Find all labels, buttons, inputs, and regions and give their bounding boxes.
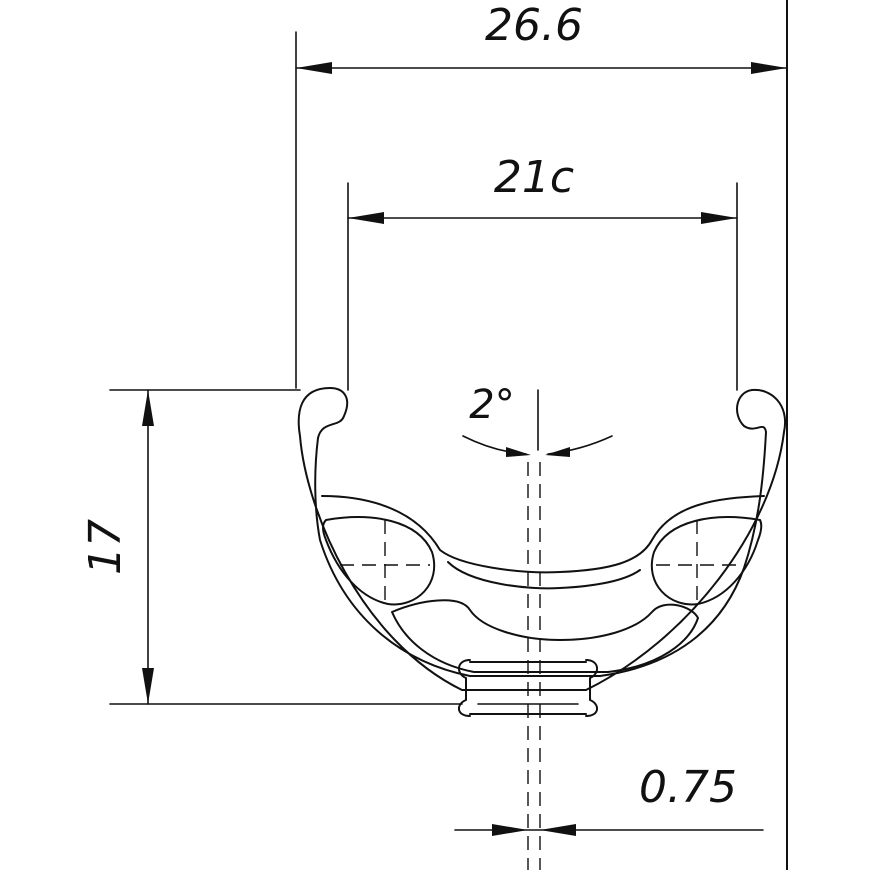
outer-width-label: 26.6 xyxy=(485,0,583,51)
arrowhead-bottom-height xyxy=(142,668,154,704)
rim-profile xyxy=(297,387,787,717)
arrowhead-left-inner xyxy=(348,212,384,224)
arrowhead-top-height xyxy=(142,390,154,426)
arrowhead-left-outer xyxy=(296,62,332,74)
dimension-angle: 2° xyxy=(462,382,613,457)
rim-bridge-lower xyxy=(447,561,641,590)
rim-left-chamber xyxy=(322,516,435,606)
arrowhead-right-inner xyxy=(701,212,737,224)
angle-label: 2° xyxy=(469,382,514,428)
rim-bridge-upper xyxy=(321,495,765,574)
dimension-inner-width: 21c xyxy=(347,152,738,391)
dimension-offset: 0.75 xyxy=(454,762,764,836)
angle-arrowhead-left xyxy=(506,447,531,457)
eyelet-right-flange xyxy=(585,659,598,717)
height-label: 17 xyxy=(80,519,131,575)
arrowhead-offset-left xyxy=(492,824,528,836)
offset-label: 0.75 xyxy=(639,762,737,813)
arrowhead-right-outer xyxy=(751,62,787,74)
inner-width-label: 21c xyxy=(494,152,574,203)
centerlines xyxy=(527,462,541,870)
arrowhead-offset-right xyxy=(540,824,576,836)
dimension-outer-width: 26.6 xyxy=(295,0,788,389)
dimension-height: 17 xyxy=(80,389,463,705)
angle-arrowhead-right xyxy=(545,447,570,457)
rim-lower-chamber xyxy=(391,599,699,673)
rim-right-chamber xyxy=(651,516,763,606)
rim-outer-contour xyxy=(297,387,787,691)
eyelet-left-flange xyxy=(458,659,471,717)
spoke-eyelet xyxy=(458,659,598,717)
